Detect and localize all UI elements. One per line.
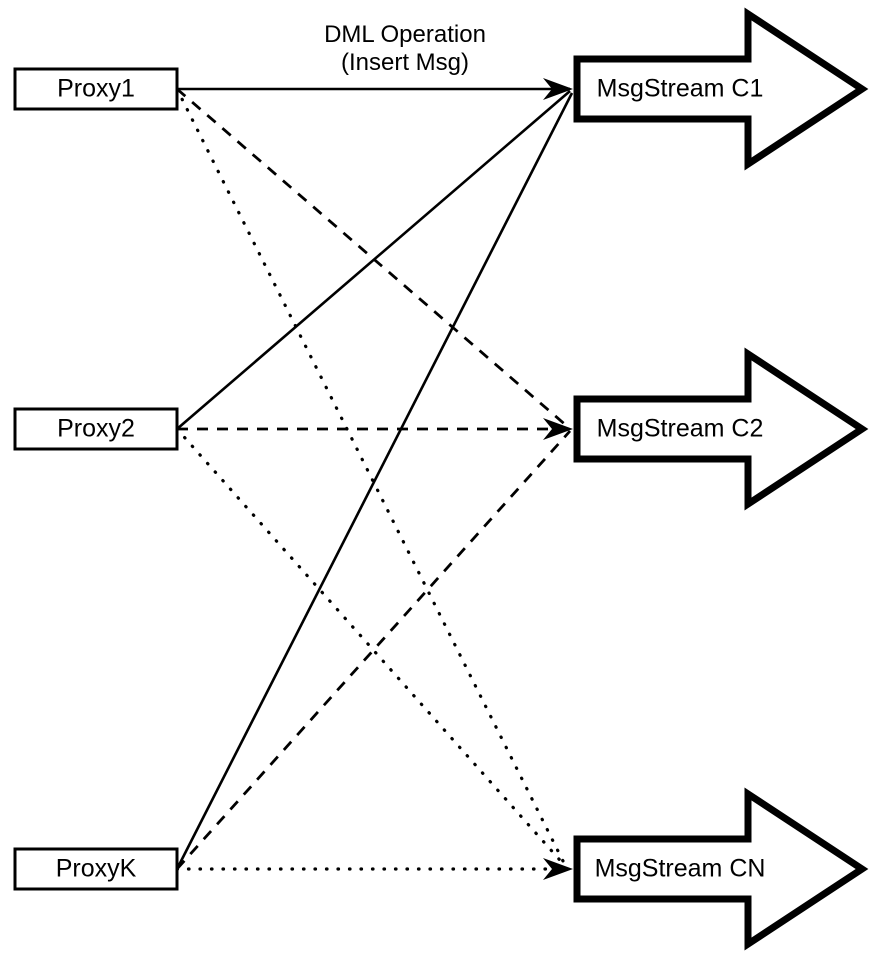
proxy1-label: Proxy1 xyxy=(57,75,135,103)
msgstream-c1-label: MsgStream C1 xyxy=(597,75,764,103)
edge-layer xyxy=(175,87,574,871)
edge-label-line2: (Insert Msg) xyxy=(341,49,469,76)
msgstream-c2-label: MsgStream C2 xyxy=(597,415,764,443)
edge-label-line1: DML Operation xyxy=(324,21,486,48)
proxy2-label: Proxy2 xyxy=(57,415,135,443)
edge-proxy1-to-stream-c2 xyxy=(176,87,569,429)
node-proxy1[interactable]: Proxy1 xyxy=(13,67,179,111)
edge-proxy2-to-stream-c1 xyxy=(176,90,571,430)
proxy1-box[interactable] xyxy=(13,67,179,111)
edge-proxyk-to-stream-c2 xyxy=(175,430,572,870)
edge-proxy1-to-stream-cn xyxy=(175,87,568,869)
edge-label-dml-operation: DML Operation (Insert Msg) xyxy=(324,21,486,76)
node-proxyk[interactable]: ProxyK xyxy=(13,847,179,891)
proxy-layer: Proxy1 Proxy2 ProxyK xyxy=(13,67,179,891)
node-msgstream-c1[interactable]: MsgStream C1 xyxy=(573,7,869,171)
proxyk-box[interactable] xyxy=(13,847,179,891)
arrowhead-icon-stream-c2 xyxy=(543,418,573,440)
node-msgstream-cn[interactable]: MsgStream CN xyxy=(573,787,869,951)
msgstream-c2-arrow-shape[interactable] xyxy=(573,347,869,511)
arrowhead-layer xyxy=(543,78,573,880)
arrowhead-icon-stream-c1 xyxy=(543,78,573,100)
node-proxy2[interactable]: Proxy2 xyxy=(13,407,179,451)
proxyk-label: ProxyK xyxy=(56,855,137,883)
node-msgstream-c2[interactable]: MsgStream C2 xyxy=(573,347,869,511)
edge-proxyk-to-stream-c1 xyxy=(175,92,574,870)
msgstream-layer: MsgStream C1 MsgStream C2 MsgStream CN xyxy=(573,7,869,951)
msgstream-cn-arrow-shape[interactable] xyxy=(573,787,869,951)
arrowhead-icon-stream-cn xyxy=(543,858,573,880)
msgstream-cn-label: MsgStream CN xyxy=(595,855,766,883)
msgstream-c1-arrow-shape[interactable] xyxy=(573,7,869,171)
edge-proxy2-to-stream-cn xyxy=(175,427,568,869)
proxy2-box[interactable] xyxy=(13,407,179,451)
